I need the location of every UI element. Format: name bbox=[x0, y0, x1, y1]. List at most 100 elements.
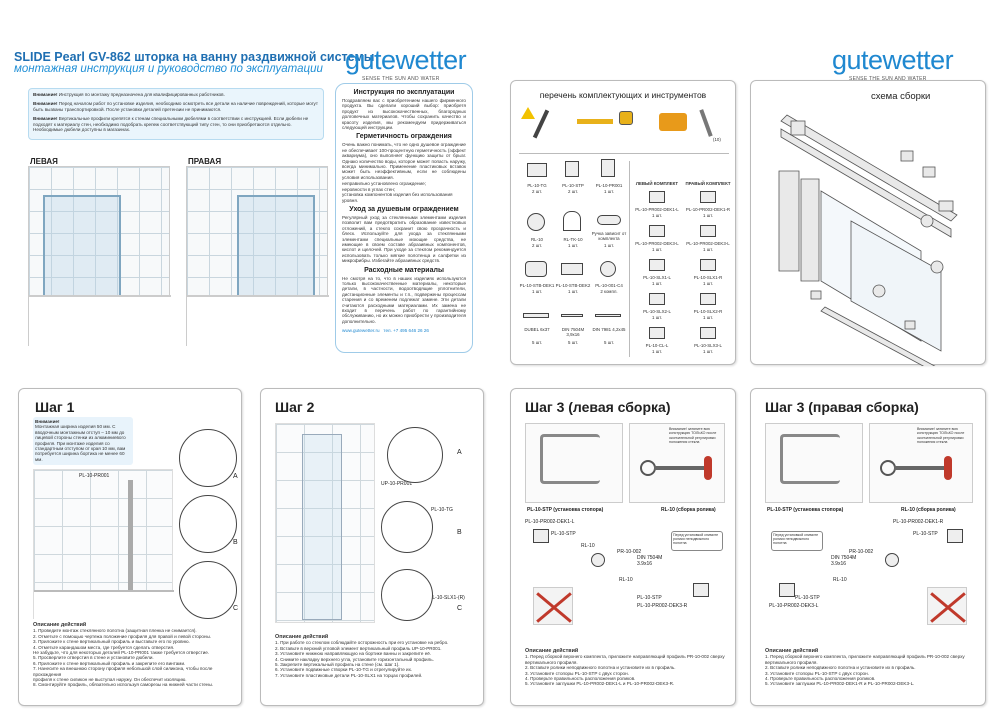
part-label: PL-10-PR002-DEK1-L bbox=[525, 519, 575, 525]
part-label: PL-10-STP bbox=[795, 595, 820, 601]
part-image bbox=[600, 261, 616, 277]
part-code: PL-10-PR001 bbox=[595, 183, 623, 188]
part-qty: 5 шт. bbox=[532, 340, 542, 345]
part-image bbox=[649, 259, 665, 271]
desc-line: 7. Установите пластиковые детали PL-10-S… bbox=[275, 672, 423, 678]
right-variant-label: ПРАВАЯ bbox=[188, 157, 222, 166]
website-link[interactable]: www.gutewetter.ru bbox=[342, 328, 380, 334]
part-code: PL-10-PR002-DEK3-L bbox=[686, 241, 730, 246]
desc-line: 2. Вставьте ролики неподвижного полотна … bbox=[525, 665, 676, 671]
part-qty: 1 шт. bbox=[652, 247, 662, 252]
page-subtitle: монтажная инструкция и руководство по эк… bbox=[14, 63, 323, 75]
part-image bbox=[649, 191, 665, 203]
step-3-right-desc: Описание действий 1. Перед сборкой верхн… bbox=[765, 648, 975, 687]
detail-a bbox=[387, 427, 443, 483]
explode-view: PL-10-PR002-DEK1-R PL-10-STP PR-10-002 D… bbox=[765, 519, 975, 639]
callout-text: Перед установкой снимите ролики неподвиж… bbox=[673, 533, 719, 546]
desc-line: 1. Перед сборкой верхнего комплекта, при… bbox=[525, 654, 725, 665]
tool-count: (10) bbox=[713, 137, 721, 142]
step-3-left-desc: Описание действий 1. Перед сборкой верхн… bbox=[525, 648, 725, 687]
roller-axle bbox=[654, 466, 704, 470]
roller bbox=[885, 553, 899, 567]
contacts: www.gutewetter.ru тел. +7 495 646 26 26 bbox=[342, 328, 466, 333]
step-2-desc: Описание действий 1. При работе со стекл… bbox=[275, 634, 475, 678]
left-kit-title: ЛЕВЫЙ КОМПЛЕКТ bbox=[635, 181, 679, 186]
wrench-icon bbox=[699, 109, 713, 137]
left-variant-drawing bbox=[28, 166, 171, 347]
part-code: PL-10-001-C4 bbox=[595, 283, 623, 288]
caption-roller: RL-10 (сборка ролика) bbox=[901, 507, 956, 513]
tape-icon bbox=[619, 111, 633, 125]
step-2-title: Шаг 2 bbox=[275, 399, 315, 415]
desc-title: Описание действий bbox=[525, 648, 579, 654]
part-code: PL-10-SLX2-R bbox=[693, 309, 723, 314]
detail-a bbox=[179, 429, 237, 487]
part-code: PL-10-TG bbox=[527, 183, 547, 188]
tools-divider bbox=[519, 153, 729, 154]
side-note: Внимание! затяните всю конструкцию ТОЛЬК… bbox=[917, 427, 965, 445]
desc-title: Описание действий bbox=[275, 634, 329, 640]
step-3-left-page: Шаг 3 (левая сборка) PL-10-STP (установк… bbox=[500, 380, 750, 710]
step-3-left-title: Шаг 3 (левая сборка) bbox=[525, 399, 671, 415]
bathtub bbox=[187, 295, 329, 347]
warning-1: Внимание! Инструкция по монтажу предназн… bbox=[33, 92, 225, 97]
phone-number: тел. +7 495 646 26 26 bbox=[383, 328, 429, 334]
care-bullet-3: установка компонентов изделия без исполь… bbox=[342, 192, 453, 203]
care-instructions-box: Инструкция по эксплуатации Поздравляем в… bbox=[335, 83, 473, 353]
care-bullet-1: неправильно установлено ограждение; bbox=[342, 181, 426, 187]
warning-3: Внимание! Вертикальные профили крепятся … bbox=[33, 116, 309, 133]
part-label: PL-10-PR002-DEK1-R bbox=[893, 519, 944, 525]
desc-title: Описание действий bbox=[33, 622, 87, 628]
part-qty: 1 шт. bbox=[652, 315, 662, 320]
desc-line: 5. Закрепите вертикальный профиль на сте… bbox=[275, 662, 400, 668]
glass-panel bbox=[302, 434, 342, 620]
part-qty: 1 шт. bbox=[652, 213, 662, 218]
detail-c bbox=[381, 569, 433, 621]
marker-a: A bbox=[457, 449, 462, 456]
brand-tagline: SENSE THE SUN AND WATER bbox=[849, 76, 927, 82]
end-cap bbox=[947, 529, 963, 543]
part-label: PL-10-STP bbox=[637, 595, 662, 601]
desc-line: 3. Установите стопоры PL-10-STP с двух с… bbox=[765, 670, 869, 676]
scheme-heading: схема сборки bbox=[871, 91, 931, 102]
part-qty: 1 шт. bbox=[703, 213, 713, 218]
left-variant-label: ЛЕВАЯ bbox=[30, 157, 58, 166]
care-heading-1: Инструкция по эксплуатации bbox=[353, 89, 455, 96]
desc-line: 1. Перед сборкой верхнего комплекта, при… bbox=[765, 654, 965, 665]
explode-view: PL-10-PR002-DEK1-L PL-10-STP RL-10 PR-10… bbox=[525, 519, 725, 639]
care-text-4: Не смотря на то, что в наших изделиях ис… bbox=[342, 275, 466, 324]
desc-line: 5. Установите заглушки PL-10-PR002-DEK1-… bbox=[525, 681, 675, 687]
part-image bbox=[601, 159, 615, 177]
step-1-page: Шаг 1 Внимание! Монтажная ширина изделия… bbox=[0, 380, 250, 710]
part-qty: 1 шт. bbox=[604, 189, 614, 194]
part-code: DUBEL 6x37 bbox=[524, 327, 550, 332]
right-kit-title: ПРАВЫЙ КОМПЛЕКТ bbox=[685, 181, 731, 186]
desc-line: 4. Проверьте правильность расположения р… bbox=[765, 676, 876, 682]
red-seal bbox=[704, 456, 712, 480]
profile-shape bbox=[540, 434, 600, 484]
part-code: PL-10-SLX3-L bbox=[694, 343, 722, 348]
red-seal bbox=[944, 456, 952, 480]
part-code: PL-10-PR002-DEK3-L bbox=[635, 241, 679, 246]
part-label: PL-10-PR001 bbox=[79, 473, 110, 479]
level-icon bbox=[577, 119, 613, 124]
tools-row: (10) bbox=[519, 105, 729, 149]
part-label: PR-10-002 bbox=[849, 549, 874, 555]
part-code: PL-10-PR002-DEK1-R bbox=[685, 207, 731, 212]
step-3-right-sheet: Шаг 3 (правая сборка) PL-10-STP (установ… bbox=[750, 388, 986, 706]
part-label: 3.9x16 bbox=[831, 561, 847, 567]
part-label: PL-10-STP bbox=[551, 531, 576, 537]
part-image bbox=[700, 259, 716, 271]
end-cap bbox=[693, 583, 709, 597]
part-qty: 1 шт. bbox=[568, 243, 578, 248]
part-image bbox=[700, 225, 716, 237]
